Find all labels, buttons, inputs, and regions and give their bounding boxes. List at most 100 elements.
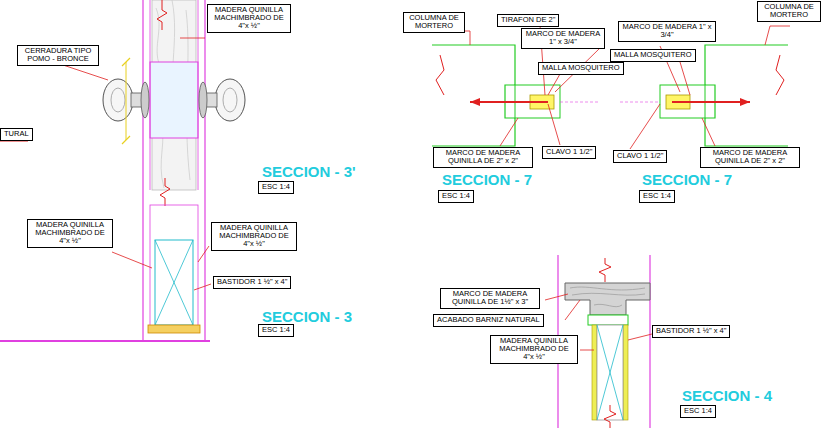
leader-line (548, 74, 560, 95)
section-title: SECCION - 7 (640, 172, 734, 187)
leader-line (630, 104, 660, 149)
frame-line (150, 0, 151, 190)
callout-box: MARCO DE MADERA 1" x 3/4" (618, 21, 716, 42)
leader-line (500, 118, 518, 146)
callout-box: BASTIDOR 1 ½" x 4" (213, 276, 291, 289)
nail-tip (470, 98, 480, 106)
callout-text: ESC 1:4 (442, 192, 470, 200)
mortar-column (432, 45, 515, 146)
nail (672, 101, 750, 103)
knob-rosette (141, 82, 149, 118)
callout-box: MADERA QUINILLA MACHIMBRADO DE 4"x ½" (490, 335, 578, 364)
floor-line (0, 340, 210, 342)
callout-box: CERRADURA TIPO POMO - BRONCE (17, 45, 99, 66)
frame-line (198, 0, 199, 190)
callout-box: ESC 1:4 (258, 181, 294, 194)
callout-box: MARCO DE MADERA 1" x 3/4" (521, 28, 605, 49)
callout-box: MALLA MOSQUITERO (610, 49, 696, 62)
leader-line (628, 334, 652, 340)
callout-text: ESC 1:4 (684, 407, 712, 415)
callout-box: COLUMNA DE MORTERO (757, 1, 821, 22)
callout-box: ESC 1:4 (438, 190, 474, 203)
callout-text: ESC 1:4 (643, 192, 671, 200)
leader-line (765, 26, 790, 45)
leader-line (565, 300, 580, 320)
callout-text: CLAVO 1 1/2" (546, 148, 592, 156)
window-section (432, 25, 790, 149)
mesh-line (560, 102, 600, 103)
callout-text: TIRAFON DE 2" (501, 16, 555, 24)
callout-box: ESC 1:4 (258, 324, 294, 337)
leader-line (548, 104, 560, 145)
callout-text: MARCO DE MADERA 1" x 3/4" (525, 30, 601, 46)
callout-text: MADERA QUINILLA MACHIMBRADO DE 4"x ½" (215, 224, 293, 248)
leader-line (545, 294, 568, 300)
callout-text: CLAVO 1 1/2" (617, 152, 663, 160)
callout-text: ESC 1:4 (262, 326, 290, 334)
bastidor-cross (155, 240, 193, 325)
bastidor (155, 240, 193, 325)
break-line (157, 0, 167, 30)
callout-text: MARCO DE MADERA 1" x 3/4" (622, 23, 712, 39)
break-line (776, 55, 784, 95)
break-line (436, 55, 444, 95)
frame-line (142, 0, 143, 340)
dimension-line (126, 62, 127, 140)
break-line (160, 178, 170, 206)
callout-box: MARCO DE MADERA QUINILLA DE 2" x 2" (700, 147, 800, 168)
nail-tip (740, 98, 750, 106)
break-line (604, 405, 616, 428)
callout-text: MARCO DE MADERA QUINILLA DE 2" x 2" (437, 149, 529, 165)
leader-line (112, 252, 152, 268)
callout-text: MADERA QUINILLA MACHIMBRADO DE 4"x ½" (494, 337, 574, 361)
frame-line (204, 0, 205, 340)
callout-text: TURAL (4, 130, 29, 138)
dimension-tick (122, 58, 130, 144)
callout-text: MARCO DE MADERA QUINILLA DE 1½" x 3" (444, 290, 536, 306)
door-knob (103, 79, 133, 121)
wood-frame (565, 283, 650, 315)
callout-text: ACABADO BARNIZ NATURAL (437, 316, 540, 324)
leader-line (198, 246, 209, 262)
door-knob (215, 79, 245, 121)
callout-text: MADERA QUINILLA MACHIMBRADO DE 4"x ½" (31, 221, 109, 245)
section-title: SECCION - 7 (440, 172, 534, 187)
callout-box: ESC 1:4 (680, 405, 716, 418)
callout-box: MADERA QUINILLA MACHIMBRADO DE 4"x ½" (207, 4, 291, 33)
leader-lines (60, 38, 211, 290)
callout-box: MARCO DE MADERA QUINILLA DE 2" x 2" (433, 147, 533, 168)
panel-edge (623, 325, 628, 420)
leader-line (194, 284, 211, 290)
panel-edge (592, 325, 597, 420)
frame-line (649, 255, 650, 428)
callout-text: ESC 1:4 (262, 183, 290, 191)
section-title: SECCION - 3 (260, 309, 354, 324)
door-section (0, 0, 245, 341)
section-title: SECCION - 4 (680, 388, 774, 403)
callout-box: MADERA QUINILLA MACHIMBRADO DE 4"x ½" (211, 222, 297, 251)
leader-line (680, 62, 690, 95)
callout-box: BASTIDOR 1 ½" x 4" (652, 325, 730, 338)
mortar-column (705, 45, 788, 146)
callout-text: MARCO DE MADERA QUINILLA DE 2" x 2" (704, 149, 796, 165)
callout-box: COLUMNA DE MORTERO (403, 12, 465, 33)
leader-line (60, 64, 108, 80)
section-title: SECCION - 3' (260, 164, 358, 179)
rebate (588, 315, 628, 325)
callout-text: COLUMNA DE MORTERO (761, 3, 817, 19)
callout-box: MADERA QUINILLA MACHIMBRADO DE 4"x ½" (27, 219, 113, 248)
callout-text: MADERA QUINILLA MACHIMBRADO DE 4"x ½" (211, 6, 287, 30)
base-strip (148, 325, 200, 333)
mesh-line (620, 102, 660, 103)
wood-grain (570, 287, 645, 307)
callout-box: CLAVO 1 1/2" (542, 146, 596, 159)
callout-box: MALLA MOSQUITERO (538, 62, 624, 75)
callout-text: BASTIDOR 1 ½" x 4" (217, 278, 287, 286)
callout-text: COLUMNA DE MORTERO (407, 14, 461, 30)
door-panel (150, 205, 198, 327)
callout-box: MARCO DE MADERA QUINILLA DE 1½" x 3" (440, 288, 540, 309)
lock-case (150, 62, 198, 138)
callout-text: BASTIDOR 1 ½" x 4" (656, 327, 726, 335)
leader-line (702, 118, 715, 146)
